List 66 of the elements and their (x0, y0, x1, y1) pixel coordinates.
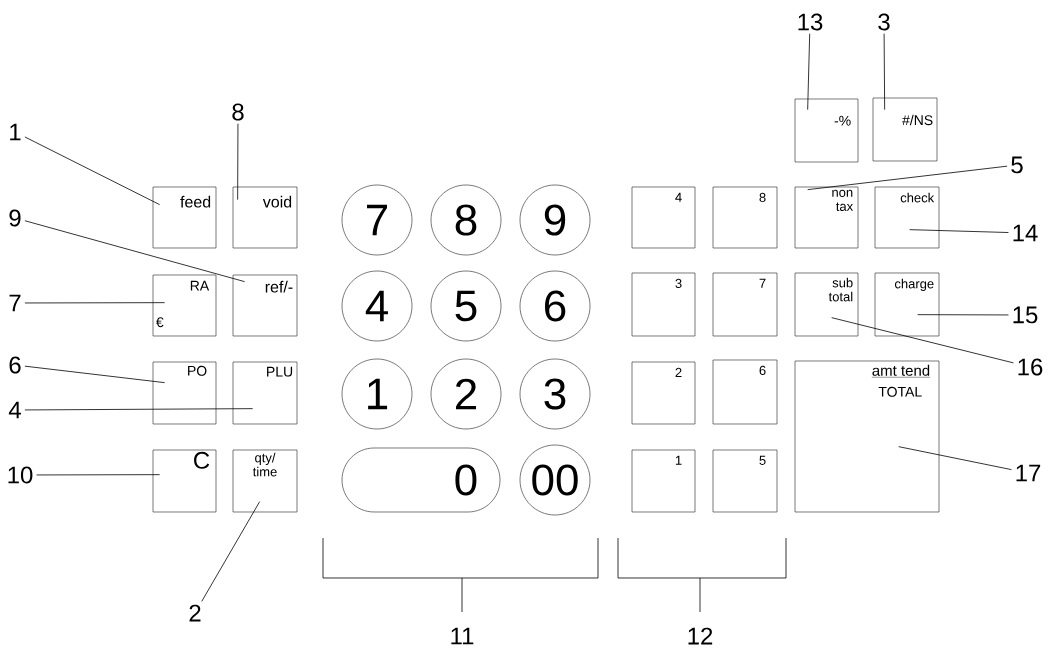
round-key: 8 (430, 184, 502, 256)
callout-number: 17 (1016, 464, 1041, 482)
callout-number: 16 (1018, 358, 1043, 376)
key: PLU (232, 361, 298, 425)
callout-number: 15 (1013, 306, 1038, 324)
key: feed (152, 186, 217, 249)
leader-line (917, 314, 1009, 316)
key: ref/- (232, 274, 298, 337)
key: RA € (152, 274, 217, 337)
round-key: 6 (519, 270, 591, 342)
leader-line (24, 136, 161, 206)
callout-number: 1 (10, 123, 21, 141)
round-key: 7 (341, 184, 413, 256)
key: 1 (631, 449, 696, 513)
key: PO (152, 361, 217, 425)
key: void (232, 186, 298, 249)
wide-key: 0 (341, 447, 501, 513)
leader-line (807, 165, 1008, 191)
key: amt tend TOTAL (794, 360, 940, 513)
callout-number: 10 (8, 466, 33, 484)
leader-line (831, 317, 1014, 364)
round-key: 9 (519, 184, 591, 256)
round-key: 3 (519, 358, 591, 430)
key: sub total (794, 272, 859, 337)
callout-number: 2 (189, 604, 201, 622)
leader-line (201, 501, 261, 602)
key: 7 (712, 272, 778, 337)
callout-number: 11 (451, 627, 474, 645)
callout-number: 4 (8, 401, 21, 419)
key: 8 (712, 186, 778, 249)
leader-line (807, 33, 811, 111)
key: 4 (631, 186, 696, 249)
round-key: 1 (341, 358, 413, 430)
callout-number: 6 (9, 356, 21, 374)
key: 6 (712, 359, 778, 425)
leader-line (24, 408, 254, 411)
key: 3 (631, 272, 696, 337)
key: 5 (712, 449, 778, 513)
key: non tax (794, 186, 859, 249)
callout-number: 13 (798, 13, 823, 31)
leader-line (909, 229, 1009, 233)
callout-number: 12 (688, 627, 713, 645)
key: qty/ time (232, 449, 298, 513)
round-key: 2 (430, 358, 502, 430)
leader-line (237, 123, 239, 201)
key: charge (874, 272, 940, 337)
round-key: 5 (430, 270, 502, 342)
round-key: 00 (519, 444, 591, 516)
round-key: 4 (341, 270, 413, 342)
callout-number: 3 (878, 13, 890, 31)
leader-line (898, 446, 1012, 471)
leader-line (36, 474, 161, 476)
callout-number: 8 (232, 103, 244, 121)
key: C (152, 449, 217, 513)
key: 2 (631, 361, 696, 425)
leader-line (24, 220, 246, 283)
key: #/NS (872, 97, 938, 162)
callout-number: 9 (9, 209, 21, 227)
leader-line (883, 33, 886, 111)
callout-number: 5 (1011, 156, 1023, 174)
key: check (874, 186, 940, 249)
leader-line (24, 302, 166, 304)
callout-number: 7 (9, 294, 21, 312)
key: -% (794, 98, 859, 163)
callout-number: 14 (1013, 224, 1038, 242)
leader-line (24, 365, 166, 384)
